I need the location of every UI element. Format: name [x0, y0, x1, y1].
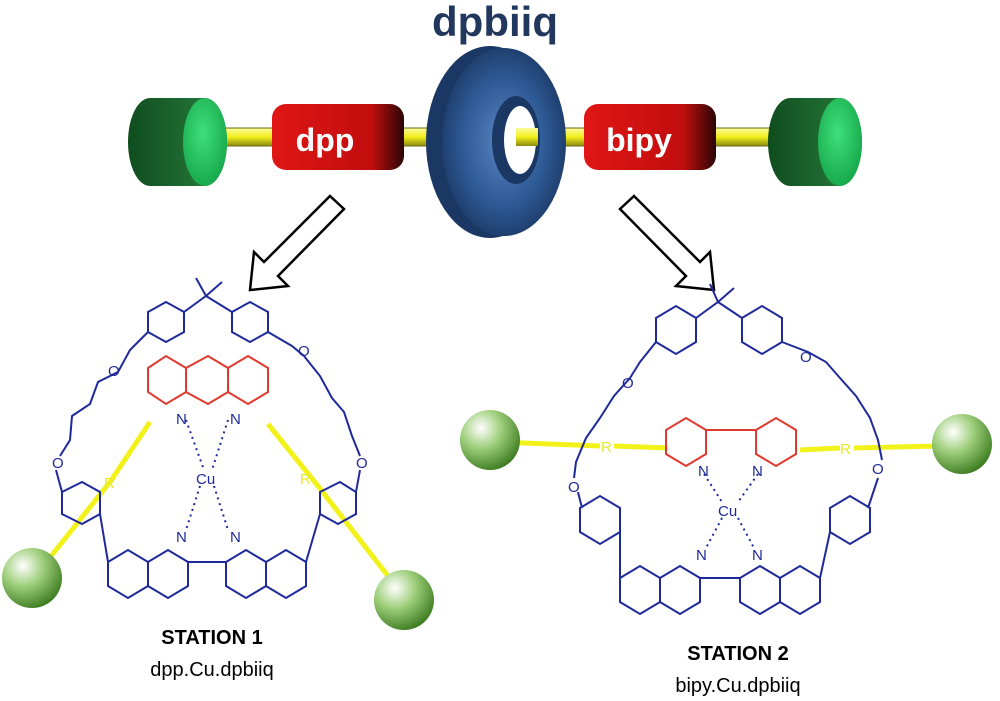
s1-n-top-left: N	[176, 411, 187, 428]
s1-cu: Cu	[196, 471, 215, 488]
arrow-to-station2	[618, 194, 716, 292]
dpp-station-block: dpp	[272, 104, 404, 170]
left-stopper	[128, 98, 227, 186]
s1-n-bottom-left: N	[176, 529, 187, 546]
s2-stopper-ball-left	[460, 410, 520, 470]
s1-o-top-right: O	[298, 343, 310, 360]
s1-o-bottom-left: O	[52, 455, 64, 472]
s2-n-bottom-left: N	[696, 547, 707, 564]
s2-o-bottom-left: O	[568, 479, 580, 496]
arrow-to-station1	[248, 194, 346, 292]
station1-title: STATION 1	[161, 627, 262, 649]
s2-r-left: R	[601, 439, 612, 456]
s2-n-bottom-right: N	[752, 547, 763, 564]
s1-n-bottom-right: N	[230, 529, 241, 546]
s2-r-right: R	[840, 441, 851, 458]
s1-o-top-left: O	[108, 363, 120, 380]
dpbiiq-ring	[426, 46, 566, 238]
s1-stopper-ball-right	[374, 570, 434, 630]
bipy-label: bipy	[606, 122, 672, 158]
s2-o-top-right: O	[800, 349, 812, 366]
s2-cu: Cu	[718, 503, 737, 520]
s1-o-bottom-right: O	[356, 455, 368, 472]
station2-subtitle: bipy.Cu.dpbiiq	[675, 675, 800, 697]
diagram-title: dpbiiq	[432, 0, 558, 45]
right-stopper	[768, 98, 862, 186]
s1-r-left: R	[104, 475, 115, 492]
s2-o-bottom-right: O	[872, 461, 884, 478]
bipy-station-block: bipy	[584, 104, 716, 170]
s1-n-top-right: N	[230, 411, 241, 428]
s2-o-top-left: O	[622, 375, 634, 392]
s2-stopper-ball-right	[932, 414, 992, 474]
s2-n-top-right: N	[752, 463, 763, 480]
station1-subtitle: dpp.Cu.dpbiiq	[150, 659, 273, 681]
s2-n-top-left: N	[698, 463, 709, 480]
station2-structure: N N Cu N N O O O O R R	[460, 283, 992, 616]
station1-structure: N N Cu N N O O O O R R	[2, 277, 434, 630]
s1-r-right: R	[300, 471, 311, 488]
dpp-label: dpp	[296, 122, 355, 158]
s1-stopper-ball-left	[2, 548, 62, 608]
station2-title: STATION 2	[687, 643, 788, 665]
